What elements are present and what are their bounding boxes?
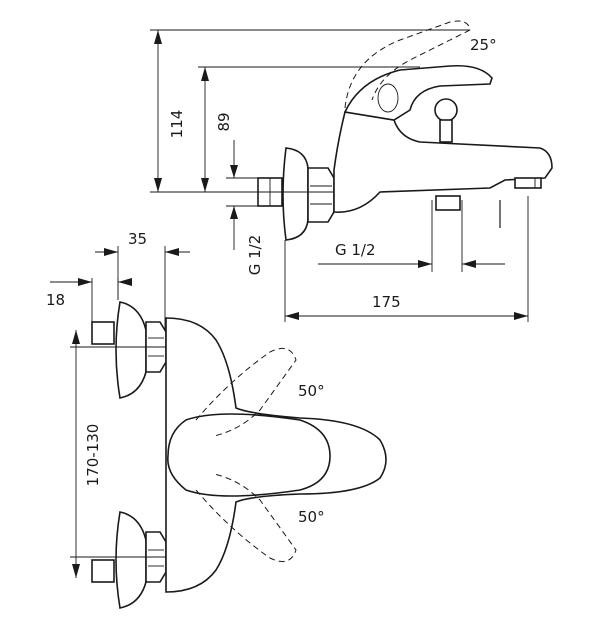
spout-outlet (514, 177, 542, 189)
lever-raised-position (344, 20, 471, 109)
label-wall-offset: 18 (46, 291, 65, 309)
shower-connector (435, 195, 461, 211)
lower-inlet-pipe (91, 559, 115, 583)
label-angle-top: 25° (470, 36, 497, 54)
wall-escutcheon (282, 147, 309, 241)
label-depth: 35 (128, 230, 147, 248)
label-angle-left: 50° (298, 382, 325, 400)
upper-inlet-pipe (91, 321, 115, 345)
label-inlet-thread: G 1/2 (246, 235, 264, 276)
label-outlet-thread: G 1/2 (335, 241, 376, 259)
upper-escutcheon (115, 301, 147, 399)
lower-escutcheon (115, 511, 147, 609)
label-height-upper: 89 (215, 112, 233, 131)
label-length: 175 (372, 293, 401, 311)
front-lever (167, 413, 331, 497)
hex-nut (307, 167, 335, 223)
lever-swing-down (195, 473, 297, 563)
mixer-body (333, 111, 553, 213)
label-inlet-spacing: 170-130 (84, 424, 102, 487)
lever-handle (343, 64, 493, 121)
label-angle-right: 50° (298, 508, 325, 526)
front-view (50, 246, 387, 609)
side-view (150, 20, 553, 322)
label-height-total: 114 (168, 110, 186, 139)
lever-swing-up (195, 347, 297, 437)
diverter-knob (434, 98, 458, 122)
